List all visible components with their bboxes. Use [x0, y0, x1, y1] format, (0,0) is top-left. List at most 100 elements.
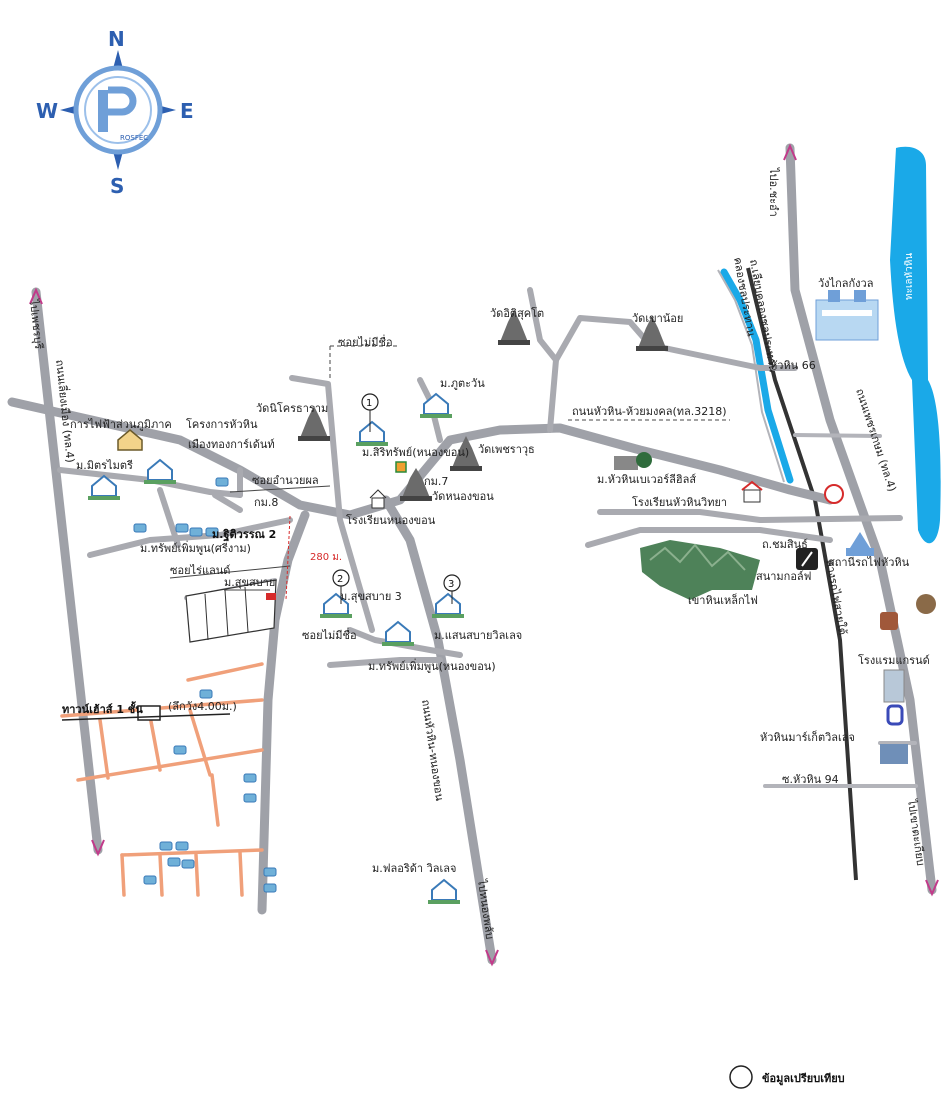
- road-nong-khon: [381, 495, 497, 965]
- label-wat-ittisukkhato: วัดอิติสุคโต: [490, 306, 544, 320]
- road-left-north-arrow: [29, 287, 43, 305]
- house-icon: [420, 392, 452, 418]
- road-sapphoem-nongkhon: [327, 657, 443, 668]
- label-moo-florida: ม.ฟลอริด้า วิลเลจ: [372, 862, 456, 875]
- road-phetkasem: [785, 143, 937, 895]
- house-icon: [428, 878, 460, 904]
- label-rd-3218: ถนนหัวหิน-ห้วยมงคล(ทล.3218): [572, 405, 727, 418]
- house-icon: [432, 592, 464, 618]
- label-moo-phu-tawan: ม.ภูตะวัน: [440, 377, 485, 390]
- label-soi-mai-mi-chue-top: ซอยไม่มีชื่อ: [338, 334, 393, 349]
- building-icon: [614, 452, 652, 470]
- marker-2-label: 2: [337, 574, 343, 585]
- orange-roads: [60, 662, 264, 897]
- house-icon: [144, 458, 176, 484]
- legend-circle-icon: [729, 1065, 753, 1089]
- palace-icon: [815, 290, 879, 341]
- hotel-icon: [880, 612, 898, 630]
- label-wat-khao-noi: วัดเขาน้อย: [632, 312, 683, 325]
- railway-station-icon: [846, 532, 874, 556]
- legend-text: ข้อมูลเปรียบเทียบ: [762, 1072, 845, 1086]
- label-klai-kangwon: วังไกลกังวล: [818, 277, 873, 290]
- marker-2: 2: [332, 569, 350, 604]
- grand-hotel-building-icon: [883, 669, 905, 703]
- electricity-office-icon: [117, 429, 143, 451]
- label-km8: กม.8: [254, 496, 278, 509]
- house-icon: [356, 420, 388, 446]
- house-icon: [382, 620, 414, 646]
- mountain-khao-hin-lek-fai: [640, 540, 760, 600]
- label-dist-280: 280 ม.: [310, 552, 342, 563]
- label-moo-suksabai-3: ม.สุขสบาย 3: [340, 590, 402, 603]
- road-left-south-arrow: [91, 839, 105, 857]
- label-rd-chomsin: ถ.ชมสินธุ์: [762, 538, 808, 551]
- road-rittiwan: [87, 517, 293, 558]
- road-school-huahin: [597, 509, 903, 523]
- label-huahin-66: หัวหิน 66: [770, 359, 816, 372]
- bank-logo-icon: [886, 704, 904, 726]
- label-school-nong-khon: โรงเรียนหนองขอน: [346, 513, 436, 527]
- road-left-bypass: [31, 287, 103, 855]
- label-project-2: เมืองทองการ์เด้นท์: [188, 438, 275, 451]
- road-soi-rai-land: [257, 510, 310, 915]
- label-moo-sapphoemphun-sriam: ม.ทรัพย์เพิ่มพูน(ศรีงาม): [140, 540, 251, 555]
- road-nong-khon-south-arrow: [485, 949, 499, 967]
- compass-n: N: [108, 27, 125, 51]
- label-left-road-dir: ไปเพชรบุรี: [27, 298, 45, 350]
- label-soi-rai-land: ซอยไร่แลนด์: [170, 564, 230, 577]
- compass-logo: N S W E ROSFEC: [36, 27, 194, 198]
- dist-280-line: [285, 515, 291, 601]
- house-icon: [320, 592, 352, 618]
- label-moo-suksabai: ม.สุขสบาย: [224, 576, 275, 589]
- road-soi-mai-mi-chue-top: [289, 375, 375, 633]
- temple-icon: [450, 436, 482, 471]
- label-moo-sirisub: ม.สิริทรัพย์(หนองขอน): [362, 446, 469, 459]
- compass-s: S: [110, 174, 124, 198]
- road-mittramaitri: [57, 467, 243, 498]
- label-golf: สนามกอล์ฟ: [756, 570, 811, 583]
- road-phetkasem-south-arrow: [925, 879, 939, 897]
- sea-area: [890, 146, 941, 544]
- label-soi-94: ซ.หัวหิน 94: [782, 773, 839, 786]
- label-railway-station: สถานีรถไฟหัวหิน: [828, 556, 910, 569]
- label-sea: ทะเลหัวหิน: [904, 253, 915, 300]
- temple-icon: [636, 316, 668, 351]
- compass-e: E: [180, 99, 194, 123]
- round-logo-icon: [916, 594, 936, 614]
- label-moo-rittiwan: ม.ฐิติวรรณ 2: [212, 528, 276, 542]
- label-rd-nong-khon: ถนนหัวหิน-หนองขอน: [419, 699, 446, 803]
- label-town-house: ทาวน์เฮ้าส์ 1 ชั้น: [62, 701, 143, 716]
- housing-blocks: [185, 579, 277, 643]
- road-sub-1: [157, 487, 181, 548]
- label-school-huahin-witthaya: โรงเรียนหัวหินวิทยา: [632, 495, 727, 509]
- marker-3: 3: [443, 574, 461, 604]
- label-pea: การไฟฟ้าส่วนภูมิภาค: [70, 418, 172, 431]
- label-moo-sapphoemphun-nongkhon: ม.ทรัพย์เพิ่มพูน(หนองขอน): [368, 658, 496, 673]
- label-rd-phetkasem: ถนนเพชรเกษม (ทล.4): [853, 387, 899, 493]
- ptt-logo-icon: [824, 484, 844, 504]
- label-wat-phetcharawut: วัดเพชราวุธ: [478, 443, 535, 456]
- temple-icon: [498, 310, 530, 345]
- label-moo-saenkhsabai: ม.แสนสบายวิลเลจ: [434, 629, 522, 642]
- marker-1-label: 1: [366, 398, 372, 409]
- canal-line: [720, 268, 794, 484]
- label-km7: กม.7: [424, 475, 448, 488]
- road-to-wat-ittisukkhato: [527, 287, 559, 433]
- leader-soi-amnuayphon: [229, 485, 331, 493]
- label-khao-hin-lek-fai: เขาหินเหล็กไฟ: [688, 593, 758, 607]
- small-house-icons: [133, 477, 277, 893]
- logo-p-icon: [98, 90, 108, 132]
- label-town-house-dim: (ลึกวัง4.00ม.): [168, 700, 237, 713]
- leader-soi-mai-mi-chue: [329, 345, 400, 378]
- marker-3-label: 3: [448, 579, 454, 590]
- golf-icon: [796, 548, 818, 570]
- label-soi-mai-mi-chue-bottom: ซอยไม่มีชื่อ: [302, 627, 357, 642]
- road-chomsin: [585, 527, 833, 548]
- road-soi-66: [793, 433, 882, 438]
- road-wat-khao-noi: [553, 315, 798, 371]
- compass-w: W: [36, 99, 58, 123]
- seven-eleven-icon: [395, 461, 407, 473]
- label-project: โครงการหัวหิน: [186, 417, 258, 431]
- label-soi-amnuayphon: ซอยอำนวยผล: [252, 474, 319, 487]
